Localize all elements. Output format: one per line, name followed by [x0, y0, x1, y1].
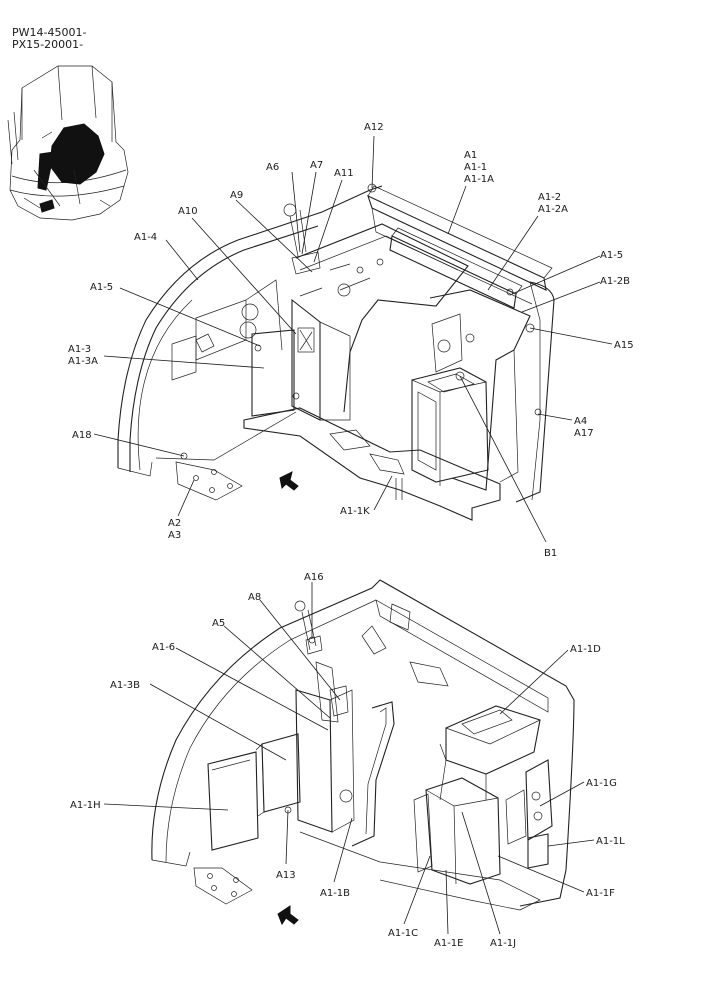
serial-range-1: PW14-45001- — [12, 26, 86, 39]
label-a1-3a: A1-3A — [68, 356, 98, 367]
label-a6: A6 — [266, 162, 279, 173]
label-a11: A11 — [334, 168, 354, 179]
lower-floor-frame-assembly — [151, 579, 575, 926]
label-a13: A13 — [276, 870, 296, 881]
label-a16: A16 — [304, 572, 324, 583]
label-a4: A4 — [574, 416, 587, 427]
upper-floor-frame-assembly — [117, 183, 555, 521]
label-a7: A7 — [310, 160, 323, 171]
label-a1-4: A1-4 — [134, 232, 157, 243]
label-a1-2b: A1-2B — [600, 276, 630, 287]
label-a1-3: A1-3 — [68, 344, 91, 355]
label-a18: A18 — [72, 430, 92, 441]
label-a3: A3 — [168, 530, 181, 541]
serial-range-2: PX15-20001- — [12, 38, 83, 51]
label-a1-3b: A1-3B — [110, 680, 140, 691]
label-a2: A2 — [168, 518, 181, 529]
label-a8: A8 — [248, 592, 261, 603]
label-a1-1g: A1-1G — [586, 778, 617, 789]
label-a5: A5 — [212, 618, 225, 629]
label-a1-1: A1-1 — [464, 162, 487, 173]
label-a17: A17 — [574, 428, 594, 439]
label-a1-1j: A1-1J — [490, 938, 516, 949]
label-a1-1h: A1-1H — [70, 800, 101, 811]
label-a1-1d: A1-1D — [570, 644, 601, 655]
label-a1-5-left: A1-5 — [90, 282, 113, 293]
label-a1: A1 — [464, 150, 477, 161]
label-a12: A12 — [364, 122, 384, 133]
machine-overview-thumbnail — [7, 65, 129, 221]
label-a1-2: A1-2 — [538, 192, 561, 203]
label-a1-1f: A1-1F — [586, 888, 615, 899]
label-a1-2a: A1-2A — [538, 204, 568, 215]
label-a15: A15 — [614, 340, 634, 351]
label-a1-1l: A1-1L — [596, 836, 625, 847]
callout-labels: A12 A1 A1-1 A1-1A A6 A7 A11 A9 A1-2 A1-2… — [68, 122, 634, 949]
label-a1-1e: A1-1E — [434, 938, 464, 949]
label-a1-1b: A1-1B — [320, 888, 350, 899]
label-a1-1c: A1-1C — [388, 928, 418, 939]
label-a10: A10 — [178, 206, 198, 217]
label-b1: B1 — [544, 548, 557, 559]
label-a1-1a: A1-1A — [464, 174, 494, 185]
leader-lines — [93, 135, 613, 935]
label-a9: A9 — [230, 190, 243, 201]
label-a1-6: A1-6 — [152, 642, 175, 653]
label-a1-5-right: A1-5 — [600, 250, 623, 261]
label-a1-1k: A1-1K — [340, 506, 370, 517]
